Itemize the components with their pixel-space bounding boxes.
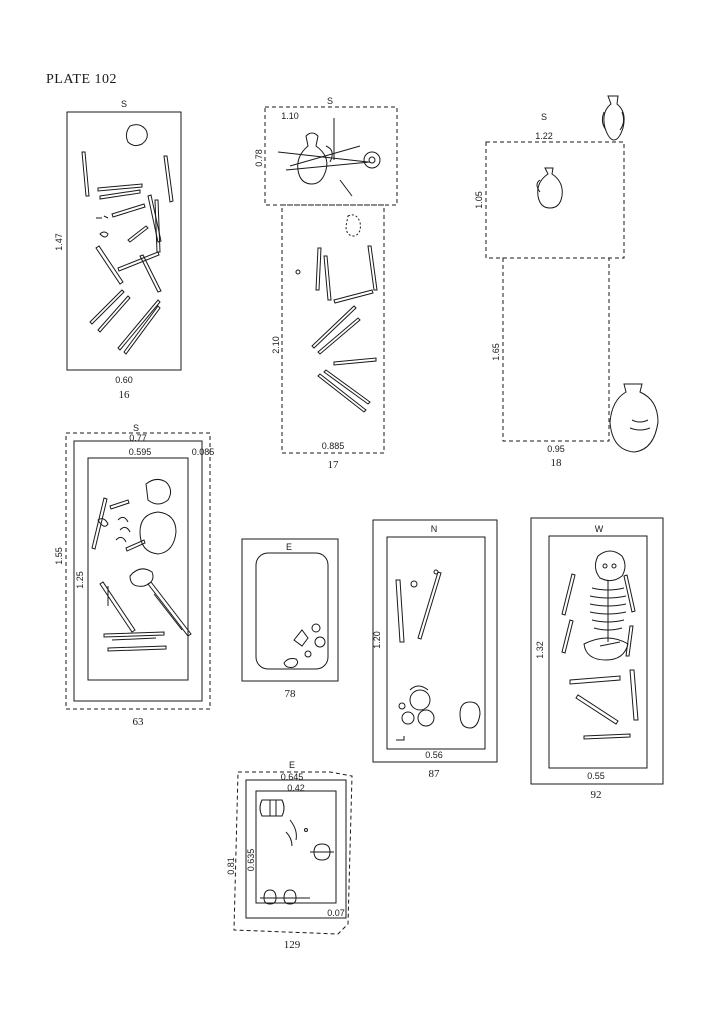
grave-17-width: 0.885 xyxy=(322,441,345,451)
grave-129-outer-width: 0.645 xyxy=(281,772,304,782)
grave-18-length: 1.65 xyxy=(491,343,501,361)
grave-87-number: 87 xyxy=(429,768,441,780)
grave-78-number: 78 xyxy=(285,688,297,700)
grave-78-outline xyxy=(241,538,339,682)
grave-92-length: 1.32 xyxy=(535,641,545,659)
grave-92-width: 0.55 xyxy=(587,771,605,781)
grave-63: 0.77 0.595 0.085 1.55 1.25 S 63 xyxy=(54,423,214,728)
plate-title: PLATE 102 xyxy=(46,72,117,87)
grave-129-inner-outline xyxy=(255,790,337,904)
grave-63-vessel xyxy=(129,568,154,587)
grave-92-skull xyxy=(594,550,626,582)
grave-63-inner-outline xyxy=(87,457,189,681)
grave-63-inner-width: 0.595 xyxy=(129,447,152,457)
grave-87-vessels xyxy=(396,685,481,741)
grave-92-inner-outline xyxy=(548,535,648,769)
grave-18-upper-width: 1.22 xyxy=(535,131,553,141)
grave-92-number: 92 xyxy=(591,789,602,801)
grave-87-width: 0.56 xyxy=(425,750,443,760)
grave-63-offset: 0.085 xyxy=(192,447,215,457)
grave-18-upper-outline xyxy=(485,141,625,259)
grave-129-vessel xyxy=(259,799,285,817)
grave-92: 1.32 0.55 W 92 xyxy=(530,517,664,801)
grave-16-skull xyxy=(125,124,148,147)
grave-17-upper-outline xyxy=(264,106,398,206)
grave-129-number: 129 xyxy=(284,939,301,951)
grave-16-number: 16 xyxy=(119,389,131,401)
grave-63-outer-outline xyxy=(73,440,203,702)
grave-92-orientation: W xyxy=(595,524,604,534)
grave-18-width: 0.95 xyxy=(547,444,565,454)
grave-63-inner-length: 1.25 xyxy=(75,571,85,589)
grave-63-orientation: S xyxy=(133,423,139,433)
grave-129-vases xyxy=(263,889,297,905)
grave-16-outline xyxy=(66,111,182,371)
grave-129-outer-length: 0.81 xyxy=(226,857,236,875)
grave-18-upper-length: 1.05 xyxy=(474,191,484,209)
grave-16-orientation: S xyxy=(121,99,127,109)
grave-63-skull xyxy=(145,478,172,505)
grave-17-skull xyxy=(345,214,361,237)
grave-17-length: 2.10 xyxy=(271,336,281,354)
grave-16: 1.47 0.60 S 16 xyxy=(54,99,182,401)
grave-63-outer-length: 1.55 xyxy=(54,547,64,565)
grave-129-outer-outline xyxy=(245,779,347,919)
grave-87: 1.20 0.56 N 87 xyxy=(372,519,498,780)
grave-63-bones xyxy=(91,497,192,652)
grave-78-orientation: E xyxy=(286,542,292,552)
grave-18-flask xyxy=(609,383,659,453)
grave-18-lekythos xyxy=(603,95,625,141)
grave-63-number: 63 xyxy=(133,716,145,728)
grave-129-orientation: E xyxy=(289,760,295,770)
grave-63-outer-width: 0.77 xyxy=(129,433,147,443)
grave-17-upper-width: 1.10 xyxy=(281,111,299,121)
grave-92-bones xyxy=(569,669,639,740)
grave-17-upper-length: 0.78 xyxy=(254,149,264,167)
grave-92-ribcage xyxy=(561,573,636,661)
grave-16-length: 1.47 xyxy=(54,233,64,251)
grave-87-length: 1.20 xyxy=(372,631,382,649)
grave-16-bones xyxy=(81,151,174,355)
grave-87-inner-outline xyxy=(386,536,486,750)
grave-17-jug xyxy=(297,132,328,185)
grave-87-bones xyxy=(395,569,442,643)
grave-129-inner-length: 0.635 xyxy=(246,849,256,872)
grave-129-cut-outline xyxy=(233,771,353,935)
grave-18-jug xyxy=(537,167,563,209)
grave-18-lower-outline xyxy=(502,257,610,442)
grave-16-width: 0.60 xyxy=(115,375,133,385)
grave-129-bones xyxy=(285,819,297,847)
grave-63-cut-outline xyxy=(65,432,211,710)
grave-17-bones xyxy=(295,245,378,413)
grave-87-outer-outline xyxy=(372,519,498,763)
grave-78-object xyxy=(283,658,299,668)
grave-17: 0.78 1.10 2.10 0.885 S 17 xyxy=(254,96,398,471)
grave-18-number: 18 xyxy=(551,457,563,469)
grave-17-orientation: S xyxy=(327,96,333,106)
grave-18-orientation: S xyxy=(541,112,547,122)
grave-63-pot xyxy=(139,511,177,555)
grave-17-lower-outline xyxy=(281,204,385,454)
grave-18: 1.05 1.22 1.65 0.95 S 18 xyxy=(474,95,659,469)
grave-129: 0.645 0.42 0.81 0.635 0.07 E 129 xyxy=(226,760,353,951)
grave-92-outer-outline xyxy=(530,517,664,785)
grave-17-sticks xyxy=(277,118,371,197)
grave-129-inner-width: 0.42 xyxy=(287,783,305,793)
grave-17-bowl xyxy=(363,151,381,169)
grave-87-orientation: N xyxy=(431,524,438,534)
grave-78-inner-outline xyxy=(255,552,329,670)
grave-17-number: 17 xyxy=(328,459,340,471)
grave-78: E 78 xyxy=(241,538,339,700)
grave-129-offset: 0.07 xyxy=(327,908,345,918)
